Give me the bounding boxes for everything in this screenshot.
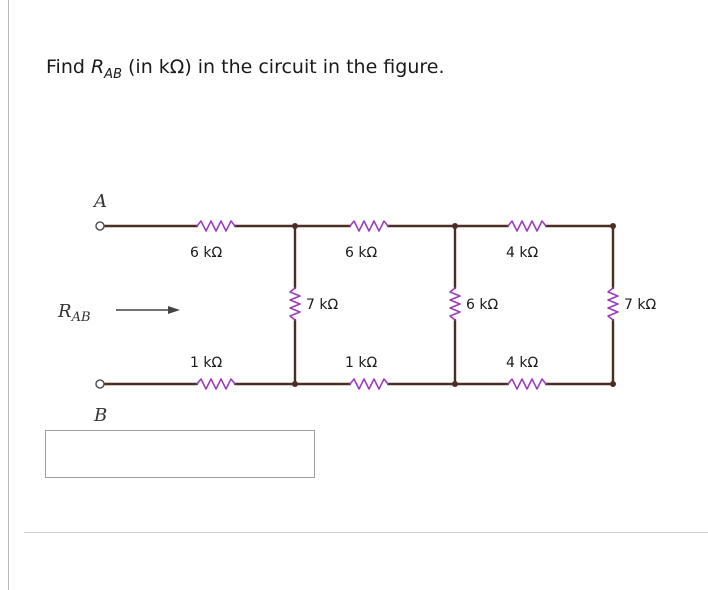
circuit-figure: A B RAB	[50, 185, 690, 435]
question-text: Find RAB (in kΩ) in the circuit in the f…	[46, 55, 445, 87]
top-resistor-2-icon	[349, 220, 389, 232]
vertical-resistor-3-label: 7 kΩ	[624, 297, 656, 313]
question-var: R	[90, 56, 105, 78]
rab-label: RAB	[57, 301, 91, 325]
question-var-sub: AB	[104, 67, 122, 82]
terminal-b-icon	[95, 379, 105, 389]
top-resistor-3-icon	[507, 220, 547, 232]
question-suffix: (in kΩ) in the circuit in the figure.	[121, 56, 445, 78]
terminal-a-label: A	[92, 191, 107, 212]
vertical-resistor-2-icon	[449, 287, 461, 321]
top-resistor-1-label: 6 kΩ	[190, 245, 222, 261]
junction-dots	[292, 223, 616, 387]
vertical-resistor-2-label: 6 kΩ	[466, 297, 498, 313]
terminal-b-label: B	[93, 405, 107, 426]
bottom-resistor-2-icon	[349, 378, 389, 390]
top-resistor-1-icon	[196, 220, 236, 232]
vertical-resistor-1-icon	[289, 287, 301, 321]
left-border	[8, 0, 9, 590]
bottom-resistor-3-label: 4 kΩ	[506, 355, 538, 371]
rab-label-r: R	[57, 301, 72, 322]
vertical-resistor-1-label: 7 kΩ	[306, 297, 338, 313]
bottom-resistor-2-label: 1 kΩ	[345, 355, 377, 371]
vertical-wires	[293, 224, 615, 386]
bottom-resistor-3-icon	[507, 378, 547, 390]
rab-label-sub: AB	[71, 310, 91, 325]
top-resistor-2-label: 6 kΩ	[345, 245, 377, 261]
vertical-resistor-3-icon	[607, 287, 619, 321]
question-prefix: Find	[46, 56, 91, 78]
bottom-resistor-1-icon	[196, 378, 236, 390]
bottom-resistor-1-label: 1 kΩ	[190, 355, 222, 371]
answer-input[interactable]	[45, 430, 315, 478]
rab-arrow	[116, 306, 180, 314]
top-resistor-3-label: 4 kΩ	[506, 245, 538, 261]
circuit-diagram: A B RAB	[57, 191, 656, 426]
bottom-divider	[24, 532, 708, 533]
terminal-a-icon	[95, 221, 105, 231]
